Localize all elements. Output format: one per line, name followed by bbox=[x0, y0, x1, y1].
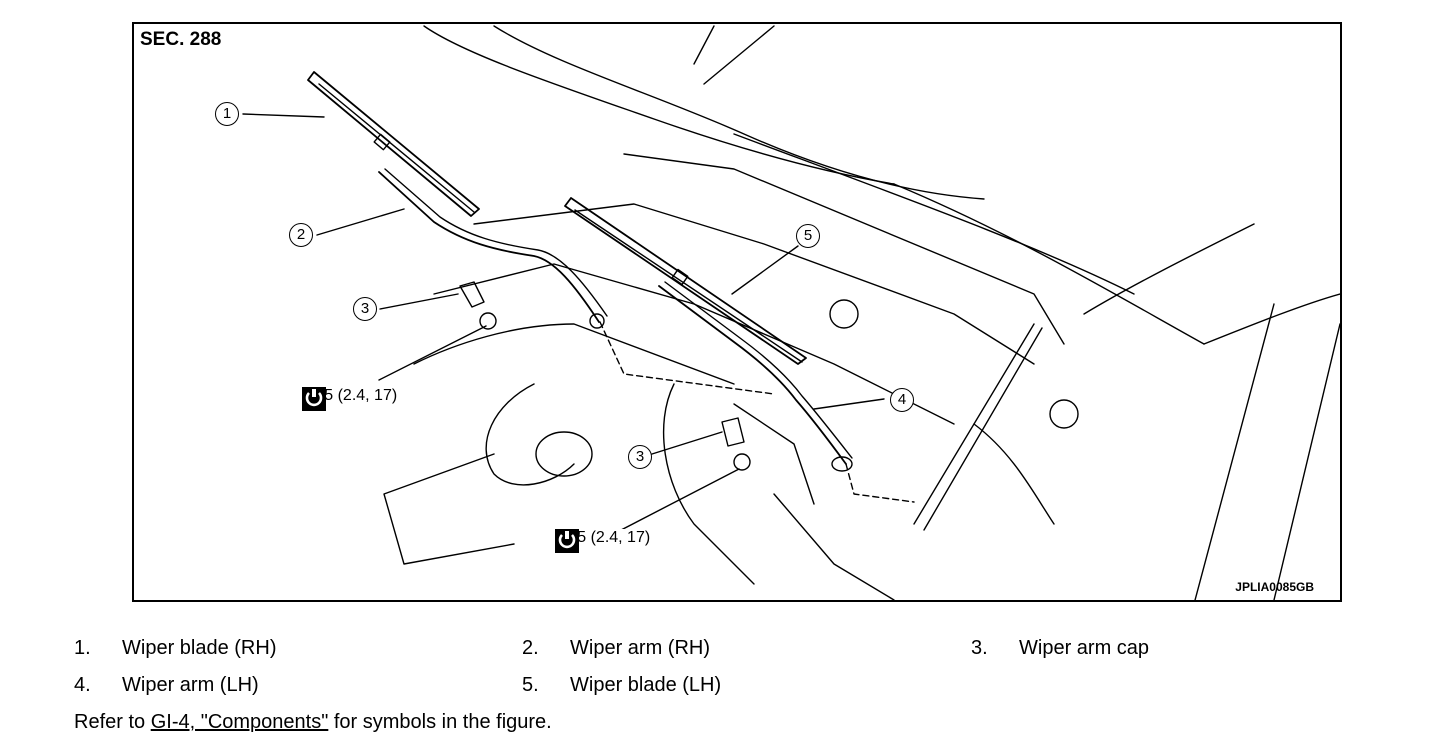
bay-panel bbox=[383, 453, 515, 565]
leader-1 bbox=[242, 113, 325, 118]
hood-line bbox=[423, 25, 895, 185]
torque-wrench-icon bbox=[302, 387, 326, 411]
strut-mount-right bbox=[1049, 399, 1079, 429]
wiper-arm-cap-rh bbox=[459, 281, 485, 308]
legend-number: 2. bbox=[522, 637, 539, 659]
leader-3b bbox=[651, 431, 723, 455]
torque-wrench-icon bbox=[555, 529, 579, 553]
legend-number: 4. bbox=[74, 674, 91, 696]
wiper-blade-rh bbox=[307, 71, 480, 217]
engine-bay-line bbox=[413, 323, 735, 385]
leader-5 bbox=[731, 245, 799, 295]
legend-label: Wiper arm (LH) bbox=[122, 674, 259, 696]
windshield-line bbox=[733, 133, 1135, 295]
hood-stay-rod bbox=[913, 323, 1035, 525]
refer-note: Refer to GI-4, "Components" for symbols … bbox=[74, 711, 552, 734]
body-line bbox=[1203, 293, 1340, 345]
vehicle-drawing bbox=[242, 25, 1340, 600]
wiper-arm-cap-lh bbox=[721, 417, 745, 447]
nut-lh bbox=[733, 453, 751, 471]
wiper-blade-lh-edge bbox=[574, 209, 803, 363]
strut-line-2 bbox=[733, 403, 815, 505]
refer-prefix: Refer to bbox=[74, 711, 151, 733]
leader-3a-nut bbox=[378, 325, 487, 381]
lower-line bbox=[773, 493, 895, 600]
torque-spec-upper: 23.5 (2.4, 17) bbox=[302, 387, 400, 411]
legend-number: 1. bbox=[74, 637, 91, 659]
callout-2: 2 bbox=[289, 223, 313, 247]
components-link[interactable]: GI-4, "Components" bbox=[150, 711, 329, 733]
wiper-arm-rh-pivot bbox=[589, 313, 605, 329]
reservoir bbox=[485, 383, 575, 486]
centerline-dash bbox=[599, 321, 915, 503]
wiper-blade-rh-edge bbox=[318, 83, 475, 213]
nut-rh bbox=[479, 312, 497, 330]
legend-label: Wiper blade (RH) bbox=[122, 637, 277, 659]
hood-line-2 bbox=[703, 25, 775, 85]
wiper-diagram: SEC. 288 1 2 3 3 4 5 23.5 (2.4, 17) 23.5… bbox=[132, 22, 1342, 602]
fender-edge bbox=[1273, 323, 1340, 600]
leader-3a bbox=[379, 293, 459, 310]
hood-stay-rod-2 bbox=[923, 327, 1043, 531]
wiper-blade-lh bbox=[564, 197, 807, 365]
cowl-mid bbox=[473, 203, 1035, 365]
cowl-front bbox=[623, 153, 1065, 345]
wiper-blade-rh-clip bbox=[373, 133, 391, 151]
callout-4: 4 bbox=[890, 388, 914, 412]
callout-3-upper: 3 bbox=[353, 297, 377, 321]
callout-3-lower: 3 bbox=[628, 445, 652, 469]
wiper-arm-rh-edge bbox=[384, 168, 608, 317]
wiper-arm-lh-pivot bbox=[831, 456, 853, 472]
callout-1: 1 bbox=[215, 102, 239, 126]
section-label: SEC. 288 bbox=[140, 29, 222, 50]
round-cap bbox=[535, 431, 593, 477]
legend-number: 5. bbox=[522, 674, 539, 696]
refer-suffix: for symbols in the figure. bbox=[328, 711, 552, 733]
hood-edge bbox=[493, 25, 985, 200]
windshield-lower bbox=[893, 183, 1205, 345]
legend-label: Wiper arm (RH) bbox=[570, 637, 710, 659]
leader-4 bbox=[813, 398, 885, 410]
wiper-arm-lh-edge bbox=[664, 281, 853, 459]
wiper-blade-lh-clip bbox=[671, 268, 689, 286]
torque-spec-lower: 23.5 (2.4, 17) bbox=[555, 529, 653, 553]
legend-number: 3. bbox=[971, 637, 988, 659]
wiper-arm-rh bbox=[378, 171, 600, 323]
legend-label: Wiper arm cap bbox=[1019, 637, 1150, 659]
legend-label: Wiper blade (LH) bbox=[570, 674, 722, 696]
strut-mount-left bbox=[829, 299, 859, 329]
wiper-arm-lh bbox=[658, 285, 847, 465]
figure-id: JPLIA0085GB bbox=[1235, 580, 1314, 594]
lower-line-2 bbox=[973, 423, 1055, 525]
fender-line bbox=[1194, 303, 1275, 600]
pillar-line bbox=[1083, 223, 1255, 315]
leader-2 bbox=[316, 208, 405, 236]
callout-5: 5 bbox=[796, 224, 820, 248]
hood-stay-line bbox=[693, 25, 715, 65]
strut-line bbox=[662, 383, 755, 585]
